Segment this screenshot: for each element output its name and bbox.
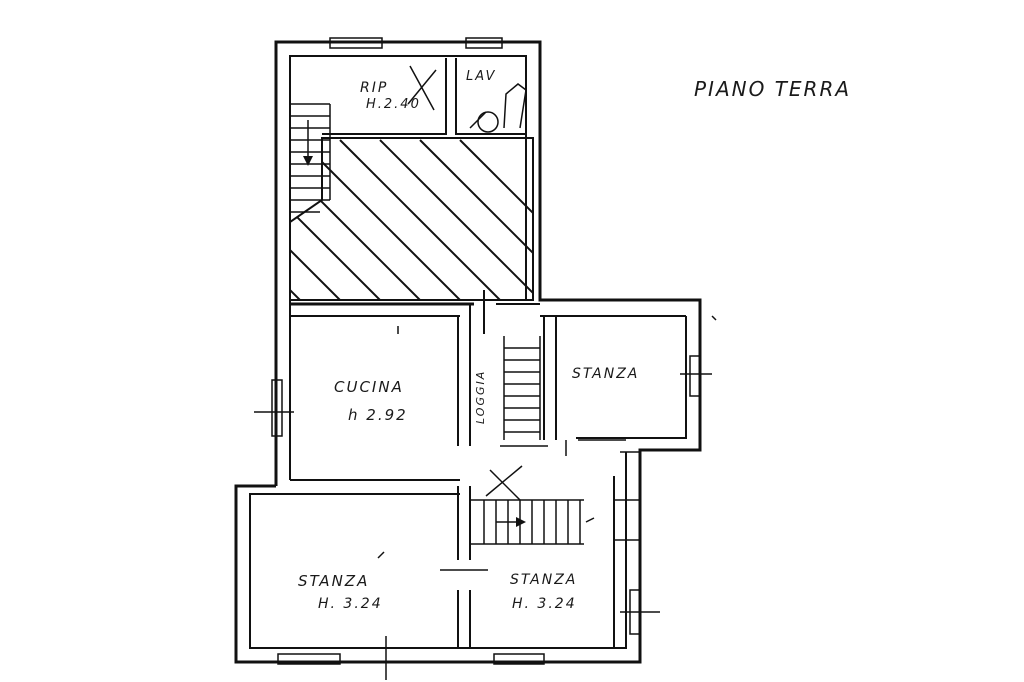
room-cucina-height: h 2.92 [348,406,408,424]
plan-title: PIANO TERRA [694,77,851,101]
room-loggia-label: LOGGIA [474,370,487,424]
room-stanza-sw-label: STANZA [298,572,369,590]
stair-loggia [500,336,548,447]
room-stanza-s-label: STANZA [510,572,577,588]
fixtures [377,65,717,559]
room-stanza-sw-height: H. 3.24 [318,596,383,612]
room-stanza-s-height: H. 3.24 [512,596,577,612]
windows [254,37,712,680]
internal-walls [290,58,640,648]
room-stanza-east-label: STANZA [572,366,639,382]
room-rip-height: H.2.40 [366,97,421,112]
stair-northwest [290,103,331,213]
room-rip-label: RIP [360,80,388,96]
hatched-outline [289,137,534,301]
room-cucina-label: CUCINA [334,378,404,396]
stair-south [470,499,584,545]
hatched-void [290,139,533,300]
room-lav-label: LAV [466,69,496,84]
